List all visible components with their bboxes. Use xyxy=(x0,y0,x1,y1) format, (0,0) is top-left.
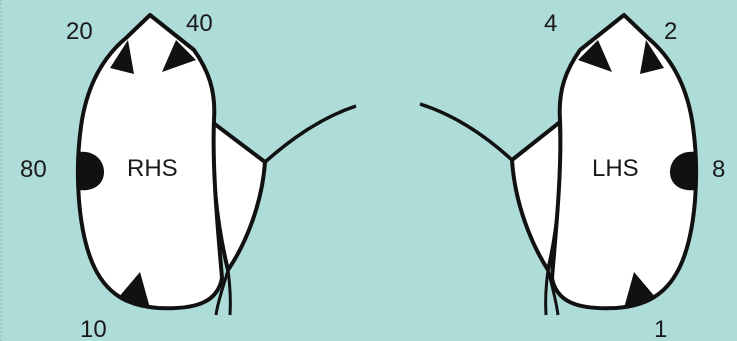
lhs-wing-line xyxy=(420,104,512,160)
lhs-marker-label-top-right: 2 xyxy=(664,20,677,44)
rhs-shape xyxy=(78,15,356,315)
rhs-marker-label-top-right: 40 xyxy=(186,12,213,36)
rhs-marker-label-bottom: 10 xyxy=(80,318,107,341)
rhs-label: RHS xyxy=(127,157,178,181)
rhs-marker-label-top-left: 20 xyxy=(66,20,93,44)
lhs-marker-label-bottom: 1 xyxy=(654,318,667,341)
lhs-label: LHS xyxy=(592,157,639,181)
rhs-marker-label-middle-left: 80 xyxy=(20,158,47,182)
lhs-marker-label-top-left: 4 xyxy=(544,12,557,36)
rhs-wing-line xyxy=(265,106,356,162)
lhs-shape xyxy=(420,15,696,315)
lhs-marker-label-middle-right: 8 xyxy=(712,158,725,182)
